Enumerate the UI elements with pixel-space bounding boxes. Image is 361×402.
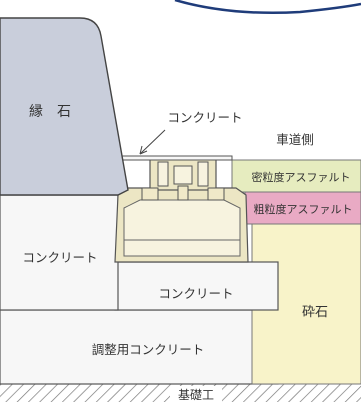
label-concrete-middle: コンクリート	[158, 286, 233, 301]
top-accent-line	[174, 0, 361, 15]
grate-bolt	[177, 185, 189, 201]
label-roadway-side: 車道側	[276, 132, 314, 147]
surface-concrete-strip	[117, 155, 233, 161]
label-coarse-asphalt: 粗粒度アスファルト	[254, 202, 353, 216]
label-dense-asphalt: 密粒度アスファルト	[252, 170, 351, 184]
grate-bar-left	[157, 161, 169, 187]
dense-asphalt-layer	[231, 159, 361, 193]
label-concrete-callout: コンクリート	[167, 110, 242, 125]
concrete-callout-line	[139, 129, 166, 155]
foundation-label-bg	[170, 386, 222, 402]
grate-center	[173, 165, 193, 185]
label-foundation-work: 基礎工	[178, 388, 214, 402]
label-leveling-concrete: 調整用コンクリート	[92, 342, 205, 357]
channel-inner	[123, 199, 241, 257]
curb-stone	[0, 17, 129, 196]
label-curb-stone: 縁 石	[29, 104, 71, 120]
support-right	[207, 187, 225, 201]
concrete-callout-arrow	[139, 145, 148, 155]
label-crushed-stone: 砕石	[302, 305, 328, 320]
support-left	[141, 187, 159, 201]
grate-bar-right	[197, 161, 209, 187]
label-concrete-left: コンクリート	[22, 250, 97, 265]
